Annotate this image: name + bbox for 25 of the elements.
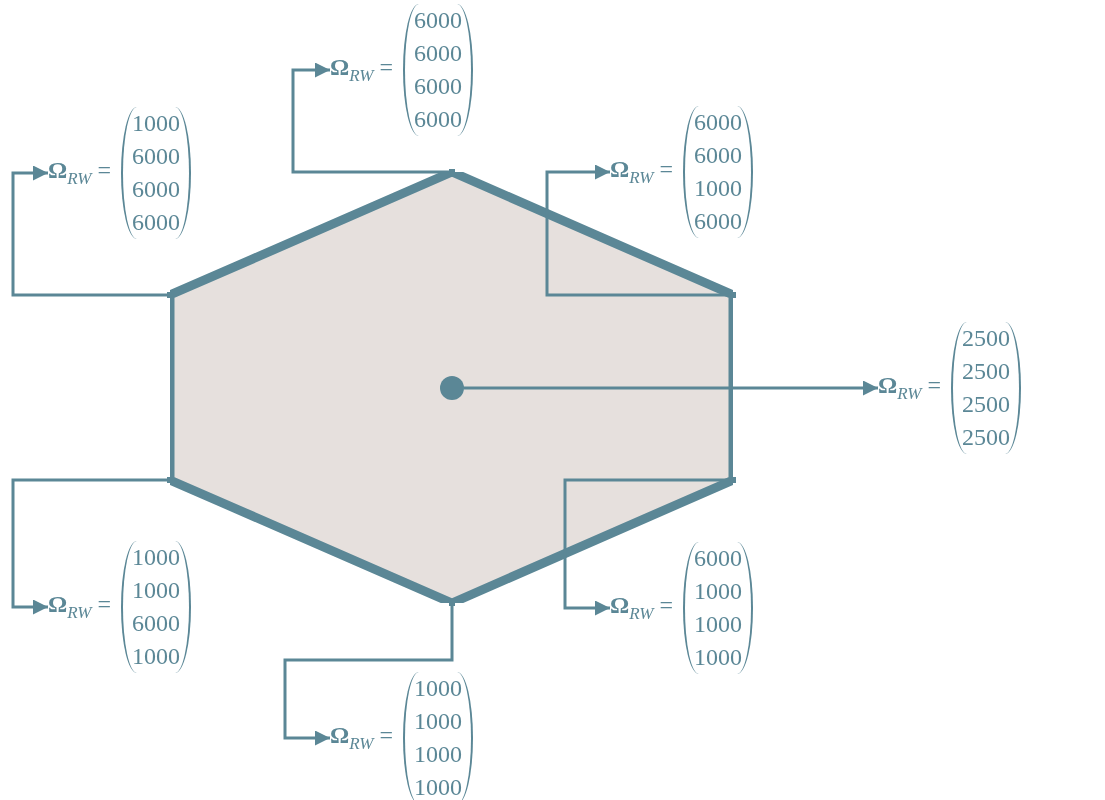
column-vector: 1000 6000 6000 6000 bbox=[121, 107, 191, 239]
equation-label: Ω$_{RW}$ = bbox=[48, 157, 111, 189]
leader-arrow bbox=[545, 164, 730, 297]
column-vector: 6000 1000 1000 1000 bbox=[683, 542, 753, 674]
hexagon-vertex bbox=[730, 292, 736, 298]
hexagon-vertex bbox=[449, 600, 455, 606]
column-vector: 1000 1000 6000 1000 bbox=[121, 541, 191, 673]
hexagon-vertex bbox=[167, 477, 173, 483]
hexagon-vertex bbox=[167, 292, 173, 298]
leader-arrow bbox=[11, 478, 167, 615]
leader-arrow bbox=[463, 380, 878, 396]
equation-label: Ω$_{RW}$ = bbox=[610, 592, 673, 624]
leader-arrow bbox=[11, 165, 167, 297]
equation-label: Ω$_{RW}$ = bbox=[330, 54, 393, 86]
hexagon-vertex bbox=[730, 477, 736, 483]
column-vector: 2500 2500 2500 2500 bbox=[951, 322, 1021, 454]
equation-label: Ω$_{RW}$ = bbox=[878, 372, 941, 404]
hexagon-vertex bbox=[449, 169, 455, 175]
equation-label: Ω$_{RW}$ = bbox=[610, 156, 673, 188]
column-vector: 1000 1000 1000 1000 bbox=[403, 672, 473, 800]
column-vector: 6000 6000 6000 6000 bbox=[403, 4, 473, 136]
equation-label: Ω$_{RW}$ = bbox=[330, 722, 393, 754]
equation-label: Ω$_{RW}$ = bbox=[48, 591, 111, 623]
leader-arrow bbox=[283, 606, 454, 746]
column-vector: 6000 6000 1000 6000 bbox=[683, 106, 753, 238]
